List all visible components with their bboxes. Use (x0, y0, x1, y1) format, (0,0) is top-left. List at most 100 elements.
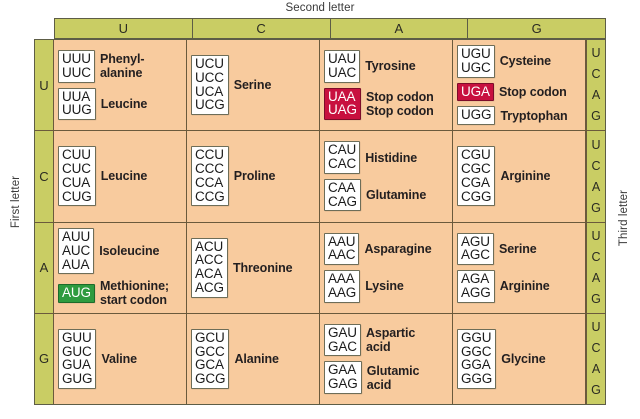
codon-text: GCU (195, 329, 225, 345)
codon-text: AAG (328, 284, 357, 300)
codon-text: AUU (62, 228, 91, 244)
codon-text: CUC (62, 161, 91, 177)
codon-text: UUU (62, 51, 91, 67)
amino-acid-label: Arginine (499, 279, 550, 294)
amino-acid-label: Stop codon Stop codon (365, 89, 434, 118)
third-letter-axis-title: Third letter (618, 189, 630, 247)
codon-text: UAA (328, 88, 356, 104)
codon-text: GUC (62, 343, 92, 359)
column-header-a: A (330, 19, 469, 38)
codon-text: CAC (328, 156, 357, 172)
row-header-u: U (35, 40, 54, 131)
third-letter-a: A (591, 270, 601, 285)
third-letter-a: A (591, 362, 601, 377)
third-letter-g: G (591, 383, 601, 398)
first-letter-axis-title: First letter (10, 175, 22, 229)
codon-text: GCA (195, 357, 224, 373)
amino-acid-label: Methionine; start codon (99, 279, 169, 308)
codon-text: UGG (461, 107, 492, 123)
third-letter-c: C (591, 67, 601, 82)
amino-acid-label: Tryptophan (500, 108, 568, 123)
codon-text: ACC (195, 252, 224, 268)
codon-text: UCG (195, 97, 225, 113)
codon-text: CUU (62, 147, 91, 163)
codon-text: CCG (195, 188, 225, 204)
codon-text: GAA (328, 362, 357, 378)
third-letter-a: A (591, 179, 601, 194)
third-letter-a: A (591, 88, 601, 103)
third-letter-c: C (591, 341, 601, 356)
codon-text: UGA (461, 83, 490, 99)
codon-box: UGG (457, 106, 496, 126)
codon-text: CUA (62, 174, 91, 190)
third-letter-c: C (591, 249, 601, 264)
codon-text: CAU (328, 142, 357, 158)
codon-text: CGA (461, 174, 490, 190)
third-letter-u: U (591, 46, 601, 61)
codon-text: UUG (62, 102, 92, 118)
start-codon-box: AUG (58, 283, 95, 303)
codon-text: CAG (328, 193, 357, 209)
codon-text: CAA (328, 179, 356, 195)
codon-text: ACG (195, 279, 224, 295)
row-header-c: C (35, 131, 54, 222)
amino-acid-label: Arginine (500, 169, 551, 184)
codon-text: GUG (62, 371, 93, 387)
codon-text: GGU (461, 329, 492, 345)
third-letter-u: U (591, 137, 601, 152)
codon-text: AGU (461, 233, 490, 249)
amino-acid-label: Cysteine (499, 54, 552, 69)
amino-acid-label: Glutamic acid (366, 363, 420, 392)
codon-text: CCC (195, 161, 224, 177)
codon-text: UCC (195, 69, 224, 85)
codon-text: UAG (328, 102, 357, 118)
codon-text: GUU (62, 329, 92, 345)
